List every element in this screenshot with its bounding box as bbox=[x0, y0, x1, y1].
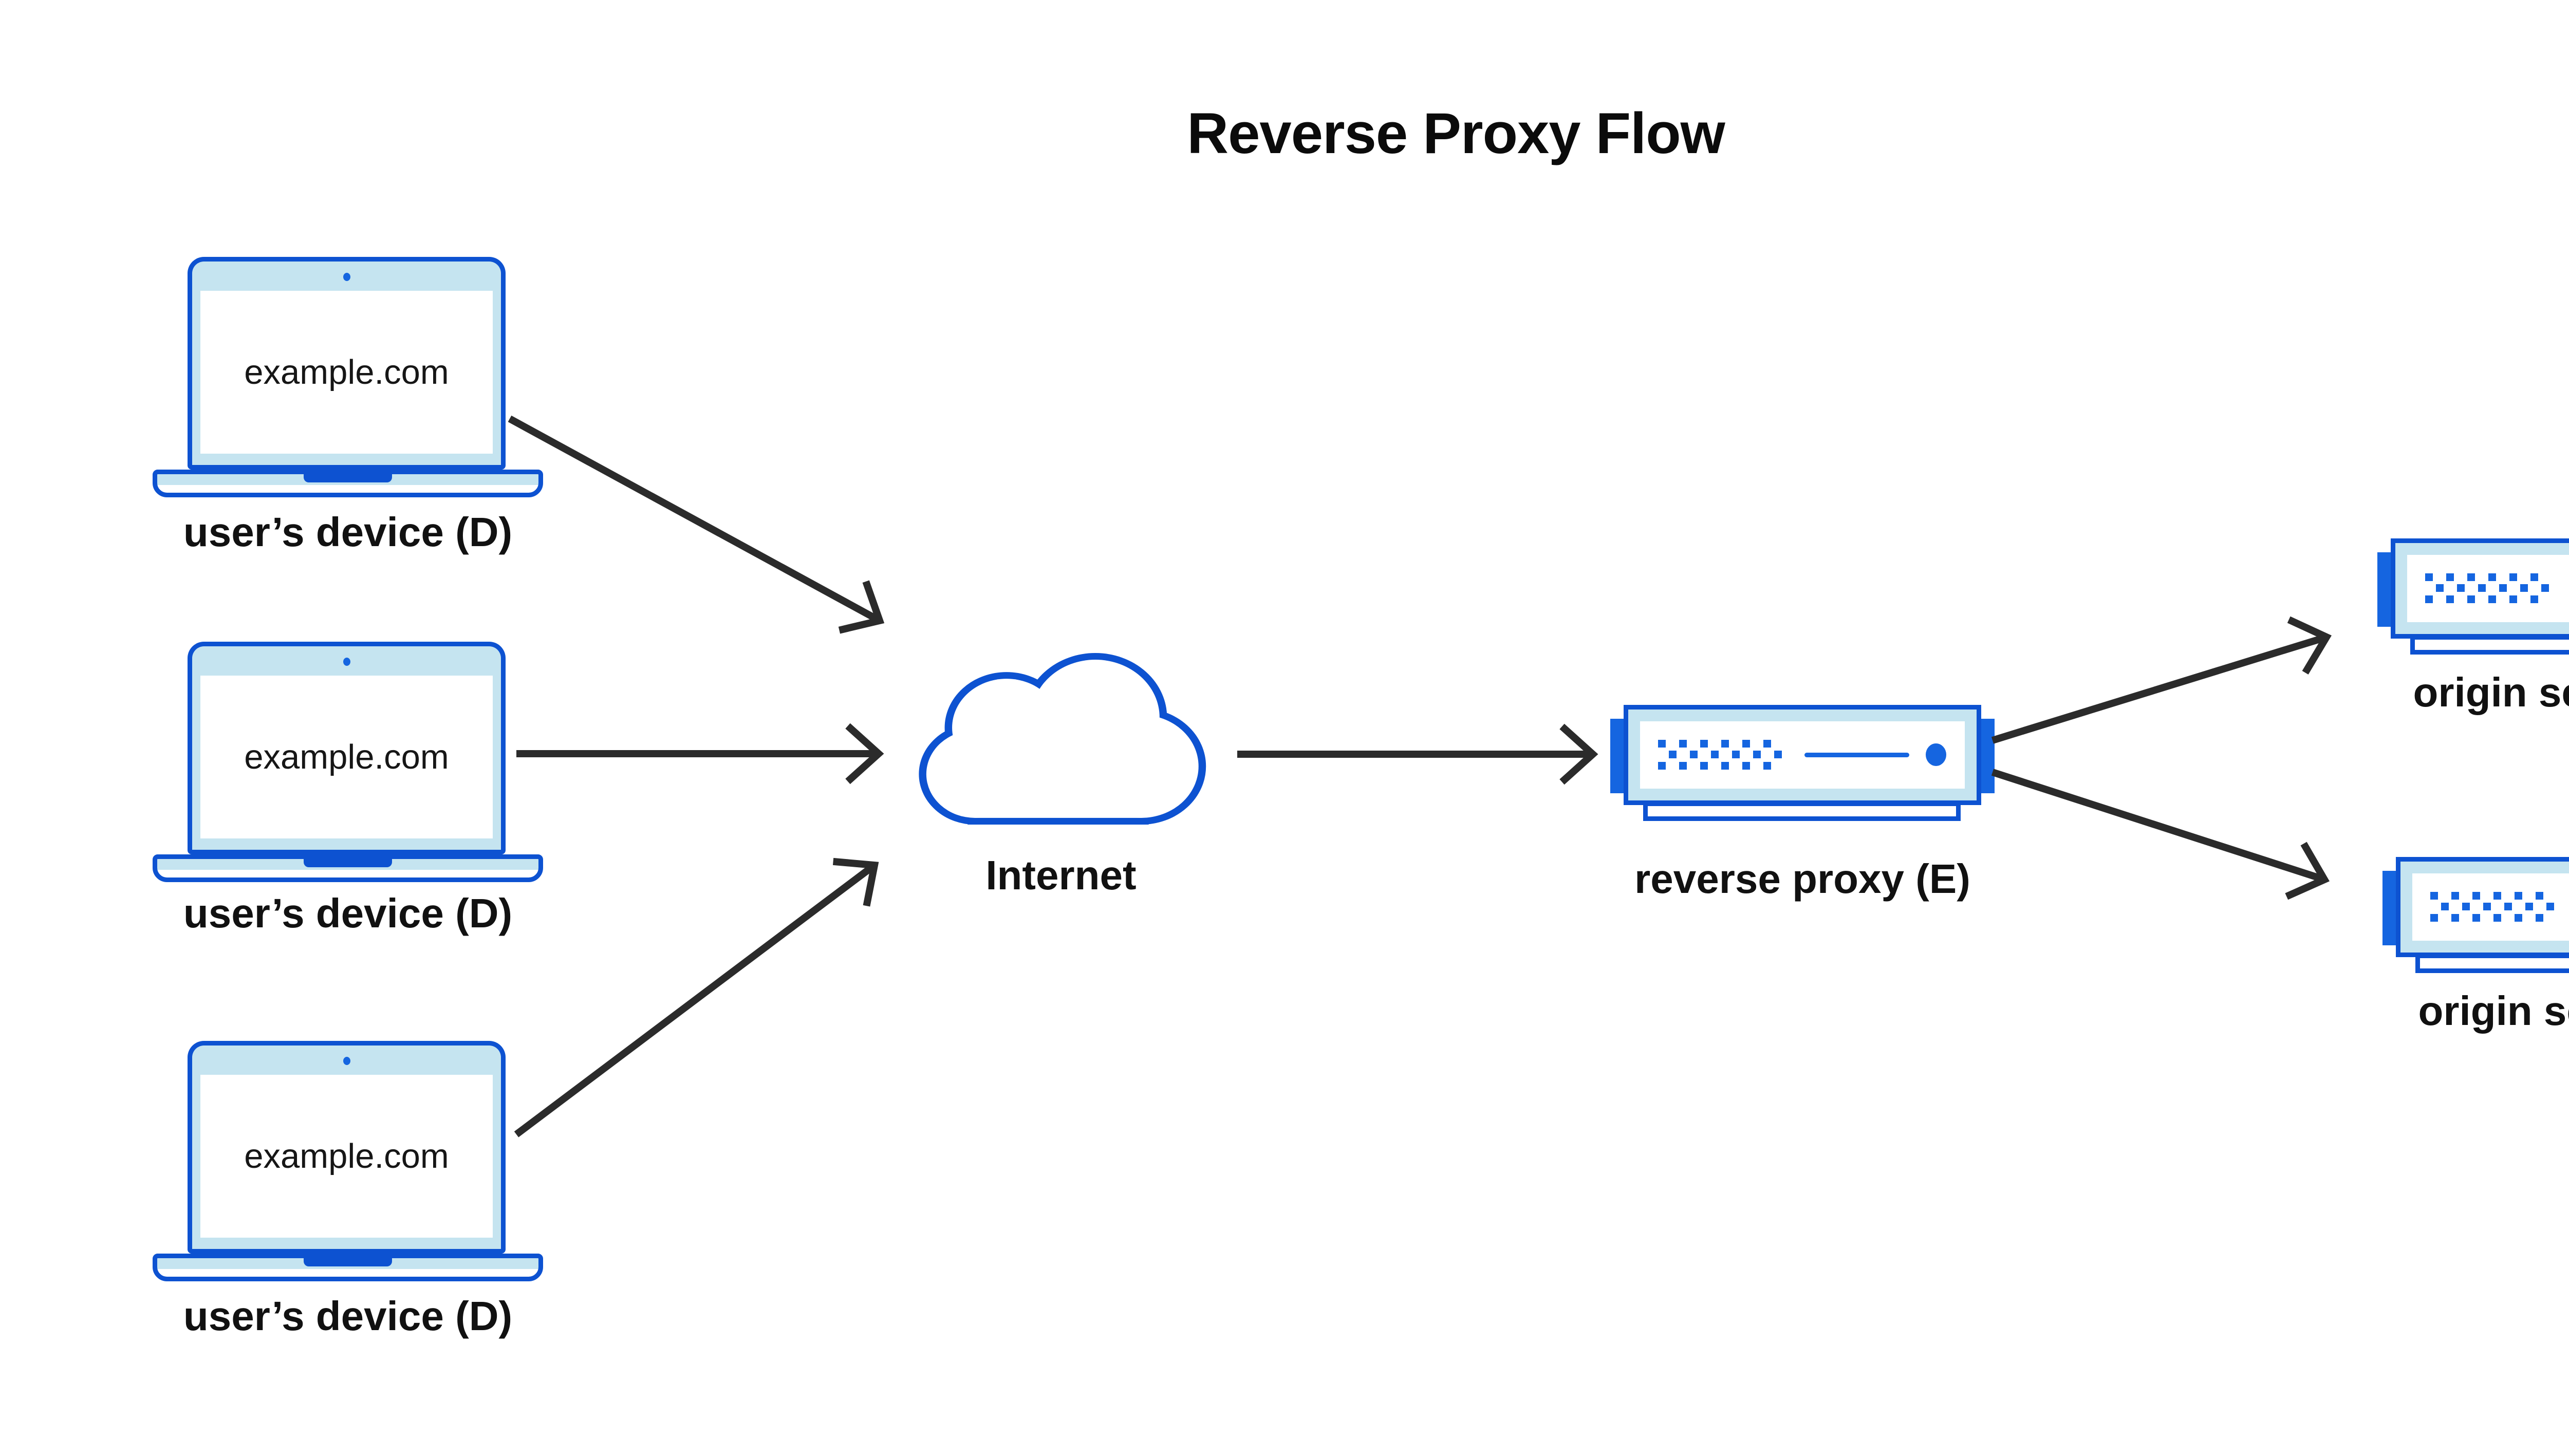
vent-grid bbox=[2425, 573, 2538, 581]
server-panel bbox=[2407, 555, 2569, 622]
laptop-notch bbox=[304, 1258, 392, 1266]
vent-grid bbox=[1658, 762, 1771, 770]
laptop-screen: example.com bbox=[200, 676, 493, 838]
vent-grid bbox=[2425, 595, 2538, 603]
internet-cloud-icon bbox=[919, 653, 1206, 825]
server-panel bbox=[1640, 721, 1965, 789]
laptop-base bbox=[153, 470, 543, 497]
reverse-proxy-server bbox=[1610, 705, 1995, 821]
screen-url-text: example.com bbox=[244, 1137, 449, 1175]
server-icon bbox=[2396, 857, 2569, 957]
server-slot-line bbox=[1804, 753, 1909, 757]
laptop-notch bbox=[304, 474, 392, 482]
vent-grid bbox=[2430, 914, 2543, 922]
vent-grid bbox=[1658, 740, 1771, 748]
laptop-base bbox=[153, 854, 543, 882]
laptop-screen: example.com bbox=[200, 291, 493, 454]
origin-server-1 bbox=[2377, 538, 2569, 655]
user-device-1-label: user’s device (D) bbox=[183, 509, 513, 555]
user-device-1: example.com bbox=[153, 257, 543, 497]
origin-server-2-label: origin server (F) bbox=[2418, 988, 2569, 1034]
server-ear-right bbox=[1981, 719, 1995, 793]
vent-grid bbox=[1669, 751, 1782, 758]
origin-server-2 bbox=[2382, 857, 2569, 973]
laptop-screen: example.com bbox=[200, 1075, 493, 1238]
vent-grid bbox=[2436, 584, 2549, 592]
user-device-3: example.com bbox=[153, 1041, 543, 1281]
vent-grid bbox=[2441, 903, 2554, 910]
user-device-2: example.com bbox=[153, 642, 543, 882]
reverse-proxy-label: reverse proxy (E) bbox=[1634, 856, 1970, 902]
internet-label: Internet bbox=[985, 852, 1137, 898]
server-ear-left bbox=[1610, 719, 1624, 793]
laptop-icon: example.com bbox=[188, 257, 506, 470]
user-device-2-label: user’s device (D) bbox=[183, 890, 513, 936]
laptop-base bbox=[153, 1254, 543, 1281]
server-icon bbox=[2391, 538, 2569, 639]
diagram-title: Reverse Proxy Flow bbox=[1187, 101, 1725, 165]
origin-server-1-label: origin server (F) bbox=[2413, 669, 2569, 715]
vent-grid bbox=[2430, 892, 2543, 900]
server-icon bbox=[1624, 705, 1981, 805]
camera-dot-icon bbox=[343, 658, 350, 666]
arrow-device1-internet bbox=[508, 415, 885, 634]
laptop-notch bbox=[304, 859, 392, 867]
arrow-proxy-origin1 bbox=[1991, 616, 2332, 744]
arrow-proxy-origin2 bbox=[1991, 769, 2330, 900]
camera-dot-icon bbox=[343, 273, 350, 281]
arrow-device3-internet bbox=[514, 857, 879, 1137]
screen-url-text: example.com bbox=[244, 353, 449, 391]
laptop-icon: example.com bbox=[188, 1041, 506, 1254]
server-ear-left bbox=[2377, 552, 2391, 627]
server-power-dot bbox=[1926, 743, 1946, 766]
camera-dot-icon bbox=[343, 1057, 350, 1065]
server-ear-left bbox=[2382, 871, 2396, 945]
screen-url-text: example.com bbox=[244, 738, 449, 776]
server-panel bbox=[2412, 873, 2569, 941]
user-device-3-label: user’s device (D) bbox=[183, 1293, 513, 1339]
laptop-icon: example.com bbox=[188, 642, 506, 854]
